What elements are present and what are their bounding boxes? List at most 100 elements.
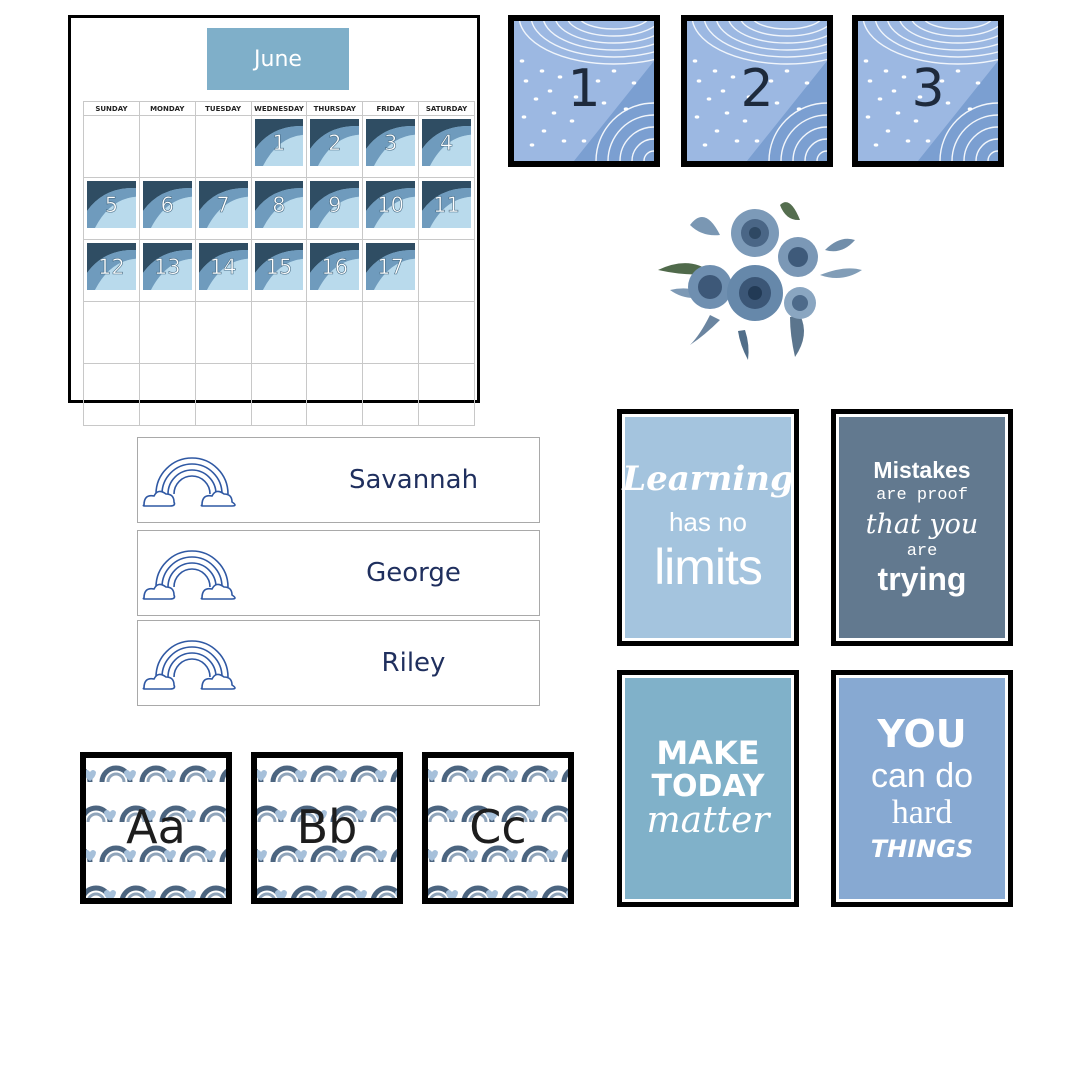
weekday-header: THURSDAY — [306, 101, 364, 116]
calendar-week — [83, 301, 475, 364]
poster-line: Mistakes — [873, 457, 971, 484]
wave-arc-pattern — [254, 119, 304, 166]
poster-line: hard — [891, 793, 953, 831]
poster-face: MAKE TODAY matter — [625, 678, 791, 899]
date-number: 5 — [104, 192, 119, 217]
date-number: 14 — [209, 254, 237, 279]
calendar-cell — [306, 301, 364, 364]
date-tile: 11 — [422, 181, 471, 228]
calendar-cell: 3 — [362, 115, 420, 178]
poster-mistakes: Mistakes are proof that you are trying — [831, 409, 1013, 646]
calendar-cell: 6 — [138, 177, 196, 240]
calendar-cell: 9 — [306, 177, 364, 240]
date-number: 6 — [160, 192, 174, 217]
date-tile: 14 — [198, 243, 248, 290]
wave-arc-pattern — [254, 243, 304, 290]
number-card-face: 1 — [514, 21, 654, 161]
number-card: 2 — [681, 15, 833, 167]
date-tile: 6 — [142, 181, 192, 228]
wave-arc-pattern — [310, 119, 360, 166]
calendar-cell — [418, 301, 475, 364]
date-number: 2 — [328, 130, 342, 155]
alphabet-card-face: Cc — [428, 758, 568, 898]
poster-line: are proof — [876, 486, 968, 506]
number-card-digit: 1 — [567, 59, 601, 119]
date-tile: 8 — [254, 181, 304, 228]
wave-arc-pattern — [142, 181, 192, 228]
date-tile: 15 — [254, 243, 304, 290]
name-tag: Savannah — [137, 437, 540, 523]
date-tile: 2 — [310, 119, 360, 166]
number-card-digit: 2 — [740, 59, 774, 119]
rainbow-cloud-icon — [142, 457, 236, 507]
watercolor-roses-bouquet — [658, 202, 862, 360]
calendar-cell — [194, 301, 252, 364]
calendar-cell — [138, 363, 196, 426]
poster-line: trying — [877, 561, 967, 598]
june-calendar: June SUNDAY MONDAY TUESDAY WEDNESDAY THU… — [68, 15, 480, 426]
boho-rainbow-heart-pattern — [428, 765, 568, 898]
wave-arc-pattern — [198, 243, 248, 290]
name-tag: Riley — [137, 620, 540, 706]
wave-arc-pattern — [366, 243, 416, 290]
alphabet-letters: Cc — [469, 800, 527, 854]
calendar-cell: 4 — [418, 115, 475, 178]
boho-rainbow-heart-pattern — [86, 765, 226, 898]
wave-arc-pattern — [422, 119, 471, 166]
date-number: 15 — [265, 254, 293, 279]
wave-arc-pattern — [422, 181, 471, 228]
alphabet-letters: Bb — [296, 800, 358, 854]
calendar-cell — [194, 363, 252, 426]
date-number: 7 — [216, 192, 230, 217]
wave-arc-pattern — [366, 181, 416, 228]
date-tile: 1 — [254, 119, 304, 166]
date-tile: 16 — [310, 243, 360, 290]
calendar-cell — [362, 363, 420, 426]
calendar-cell: 11 — [418, 177, 475, 240]
weekday-header: SATURDAY — [418, 101, 475, 116]
calendar-cell — [250, 363, 308, 426]
date-number: 17 — [377, 254, 404, 279]
number-card: 1 — [508, 15, 660, 167]
poster-make-today: MAKE TODAY matter — [617, 670, 799, 907]
poster-line: TODAY — [651, 768, 765, 804]
name-tag: George — [137, 530, 540, 616]
calendar-cell — [250, 301, 308, 364]
alphabet-letters: Aa — [126, 800, 186, 854]
poster-line: can do — [870, 757, 974, 796]
alphabet-card: Bb — [251, 752, 403, 904]
weekday-header: FRIDAY — [362, 101, 420, 116]
date-tile: 3 — [366, 119, 416, 166]
wave-arc-pattern — [366, 119, 416, 166]
abstract-wave-pattern — [858, 21, 998, 161]
date-tile: 17 — [366, 243, 416, 290]
poster-line: are — [906, 542, 938, 562]
wave-arc-pattern — [87, 243, 136, 290]
calendar-cell: 15 — [250, 239, 308, 302]
date-number: 1 — [272, 130, 286, 155]
calendar-cell — [362, 301, 420, 364]
number-card-digit: 3 — [911, 59, 945, 119]
calendar-cell: 12 — [83, 239, 140, 302]
calendar-cell — [138, 301, 196, 364]
wave-arc-pattern — [254, 181, 304, 228]
student-name: Riley — [381, 648, 446, 678]
abstract-wave-pattern — [514, 21, 654, 161]
calendar-month-title: June — [207, 28, 349, 90]
calendar-cell: 17 — [362, 239, 420, 302]
calendar-cell — [83, 115, 140, 178]
date-tile: 9 — [310, 181, 360, 228]
date-number: 9 — [328, 192, 342, 217]
student-name: Savannah — [348, 465, 479, 495]
weekday-header: WEDNESDAY — [250, 101, 308, 116]
poster-face: YOU can do hard THINGS — [839, 678, 1005, 899]
weekday-header: TUESDAY — [194, 101, 252, 116]
poster-line: that you — [865, 509, 979, 541]
calendar-cell: 8 — [250, 177, 308, 240]
calendar-cell: 2 — [306, 115, 364, 178]
date-tile: 5 — [87, 181, 136, 228]
poster-line: MAKE — [656, 734, 760, 773]
alphabet-card: Cc — [422, 752, 574, 904]
